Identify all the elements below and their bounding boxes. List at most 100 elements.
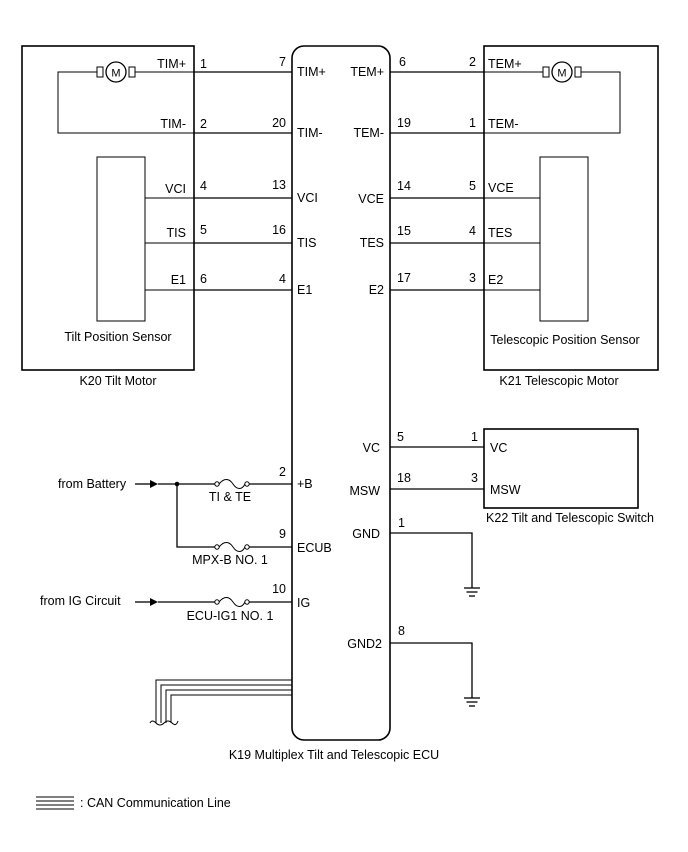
from-battery-label: from Battery — [58, 477, 127, 491]
k22-pin-label: MSW — [490, 483, 521, 497]
k21-pin-number: 1 — [469, 116, 476, 130]
k20-connector-box — [21, 45, 195, 371]
ecu-left-pin-number: 13 — [272, 178, 286, 192]
k20-tilt-motor: M TIM+ TIM- VCI TIS E1 Tilt Position Sen… — [21, 45, 207, 388]
ecu-right-pin-number: 17 — [397, 271, 411, 285]
k22-tilt-telescopic-switch: VC MSW 1 3 K22 Tilt and Telescopic Switc… — [390, 428, 654, 525]
fuse-mpx-label: MPX-B NO. 1 — [192, 553, 268, 567]
k21-pin-label: E2 — [488, 273, 503, 287]
k21-pin-label: VCE — [488, 181, 514, 195]
ecu-body — [291, 45, 391, 741]
ecu-to-k21-wires — [390, 71, 484, 291]
k21-pin-label: TEM+ — [488, 57, 522, 71]
ecu-left-pin-number: 10 — [272, 582, 286, 596]
k20-pin-number: 5 — [200, 223, 207, 237]
ecu-right-pin-label: MSW — [349, 484, 380, 498]
k21-sensor-label: Telescopic Position Sensor — [490, 333, 639, 347]
fuse-ti-te-label: TI & TE — [209, 490, 251, 504]
ecu-right-pin-label: TEM+ — [350, 65, 384, 79]
ecu-right-pin-number: 5 — [397, 430, 404, 444]
ecu-left-pin-label: ECUB — [297, 541, 332, 555]
can-communication-bus — [149, 679, 292, 726]
k20-pin-label: TIM+ — [157, 57, 186, 71]
k21-pin-number: 5 — [469, 179, 476, 193]
fuse-icon — [214, 542, 250, 552]
ecu-right-pin-label: E2 — [369, 283, 384, 297]
k21-pin-number: 3 — [469, 271, 476, 285]
k21-connector-box — [483, 45, 659, 371]
cable-break-mark — [149, 720, 179, 726]
k20-pin-label: TIM- — [160, 117, 186, 131]
can-line-legend-icon — [36, 796, 74, 810]
ecu-right-pin-label: VCE — [358, 192, 384, 206]
k21-pin-label: TES — [488, 226, 512, 240]
k22-pin-number: 1 — [471, 430, 478, 444]
can-line-legend-label: : CAN Communication Line — [80, 796, 231, 810]
ecu-left-pin-number: 9 — [279, 527, 286, 541]
ecu-left-pin-number: 2 — [279, 465, 286, 479]
k21-position-sensor — [539, 156, 589, 322]
k20-pin-number: 2 — [200, 117, 207, 131]
ecu-right-pin-number: 6 — [399, 55, 406, 69]
k20-motor-loop-wire — [57, 71, 194, 134]
ground-gnd2 — [390, 642, 480, 707]
ecu-left-pin-label: TIS — [297, 236, 316, 250]
legend: : CAN Communication Line — [36, 796, 231, 810]
ecu-left-pin-number: 7 — [279, 55, 286, 69]
k20-pin-number: 6 — [200, 272, 207, 286]
ecu-right-pin-label: GND2 — [347, 637, 382, 651]
k20-position-sensor — [96, 156, 146, 322]
k21-pin-number: 2 — [469, 55, 476, 69]
k20-pin-label: TIS — [167, 226, 186, 240]
k21-motor-symbol: M — [557, 68, 566, 80]
ecu-right-pin-number: 18 — [397, 471, 411, 485]
ecu-right-pin-label: GND — [352, 527, 380, 541]
ecu-left-pin-label: TIM+ — [297, 65, 326, 79]
k22-pin-number: 3 — [471, 471, 478, 485]
k20-pin-label: VCI — [165, 182, 186, 196]
ecu-left-pin-label: +B — [297, 477, 313, 491]
ecu-k19: TIM+ TIM- VCI TIS E1 +B ECUB IG 7 20 13 … — [229, 45, 439, 762]
ecu-right-pin-label: TES — [360, 236, 384, 250]
k21-motor-loop-wire — [484, 71, 621, 134]
k20-title: K20 Tilt Motor — [79, 374, 156, 388]
k20-sensor-label: Tilt Position Sensor — [64, 330, 171, 344]
ground-icon — [464, 587, 480, 597]
ecu-left-pin-number: 16 — [272, 223, 286, 237]
fuse-icon — [214, 597, 250, 607]
k20-pin-number: 4 — [200, 179, 207, 193]
k22-title: K22 Tilt and Telescopic Switch — [486, 511, 654, 525]
k20-motor-symbol: M — [111, 68, 120, 80]
k20-pin-label: E1 — [171, 273, 186, 287]
k20-to-ecu-wires — [194, 71, 292, 291]
fuse-ecu-ig1-label: ECU-IG1 NO. 1 — [187, 609, 274, 623]
ig-supply: from IG Circuit ECU-IG1 NO. 1 — [40, 594, 292, 623]
k21-pin-number: 4 — [469, 224, 476, 238]
ecu-left-pin-label: E1 — [297, 283, 312, 297]
k21-motor-icon: M — [542, 61, 582, 83]
ecu-left-pin-label: IG — [297, 596, 310, 610]
ecu-left-pin-label: TIM- — [297, 126, 323, 140]
from-ig-label: from IG Circuit — [40, 594, 121, 608]
k22-pin-label: VC — [490, 441, 507, 455]
ecu-right-pin-number: 1 — [398, 516, 405, 530]
ground-icon — [464, 697, 480, 707]
k20-motor-icon: M — [96, 61, 136, 83]
ecu-right-pin-number: 19 — [397, 116, 411, 130]
arrow-icon — [150, 598, 158, 606]
ground-gnd — [390, 532, 480, 597]
fuse-icon — [214, 479, 250, 489]
ecu-left-pin-label: VCI — [297, 191, 318, 205]
battery-supply: from Battery TI & TE MPX-B NO. 1 — [58, 477, 292, 567]
k21-telescopic-motor: M TEM+ TEM- VCE TES E2 Telescopic Positi… — [469, 45, 659, 388]
ecu-left-pin-number: 20 — [272, 116, 286, 130]
ecu-left-pin-number: 4 — [279, 272, 286, 286]
ecu-right-pin-label: VC — [363, 441, 380, 455]
ecu-right-pin-number: 8 — [398, 624, 405, 638]
k22-connector-box — [483, 428, 639, 509]
k20-pin-number: 1 — [200, 57, 207, 71]
ecu-right-pin-number: 15 — [397, 224, 411, 238]
k21-title: K21 Telescopic Motor — [499, 374, 618, 388]
ecu-right-pin-label: TEM- — [353, 126, 384, 140]
